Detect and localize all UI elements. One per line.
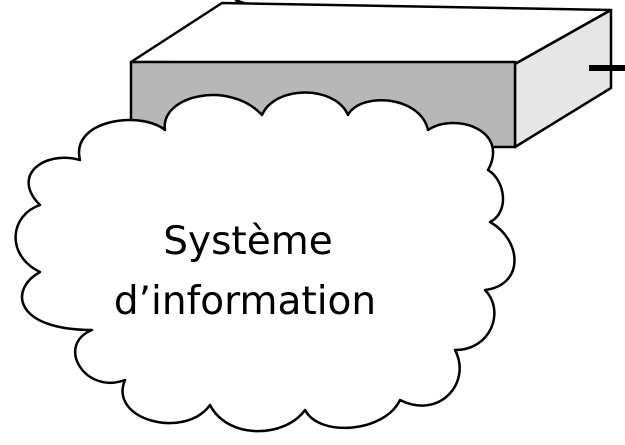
information-system-cloud xyxy=(14,91,516,433)
cloud-label-line2: d’information xyxy=(114,279,376,324)
cloud-label-line1: Système xyxy=(163,219,332,264)
